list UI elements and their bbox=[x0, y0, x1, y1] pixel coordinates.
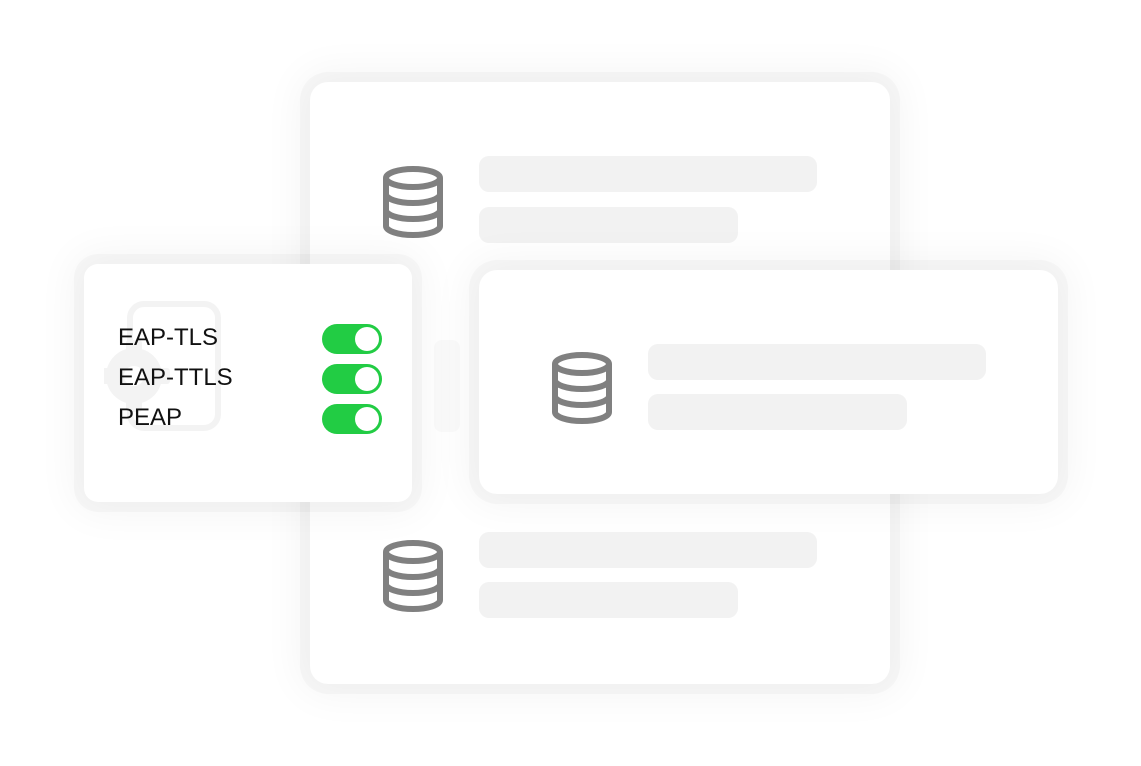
placeholder-bar bbox=[479, 156, 817, 192]
database-icon bbox=[383, 540, 443, 612]
connector bbox=[434, 340, 460, 432]
toggle-knob bbox=[355, 407, 379, 431]
database-icon bbox=[383, 166, 443, 238]
server-card bbox=[479, 270, 1058, 494]
placeholder-bar bbox=[648, 344, 986, 380]
peap-toggle[interactable] bbox=[322, 404, 382, 434]
placeholder-bar bbox=[648, 394, 907, 430]
protocol-label: PEAP bbox=[118, 404, 183, 431]
eap-tls-toggle[interactable] bbox=[322, 324, 382, 354]
protocol-list: EAP-TLS EAP-TTLS PEAP bbox=[118, 318, 388, 438]
protocol-label: EAP-TLS bbox=[118, 324, 219, 351]
toggle-knob bbox=[355, 327, 379, 351]
gear-icon bbox=[104, 301, 221, 431]
protocol-row-eap-tls: EAP-TLS bbox=[118, 318, 388, 358]
protocol-label: EAP-TTLS bbox=[118, 364, 233, 391]
placeholder-bar bbox=[479, 207, 738, 243]
protocol-row-peap: PEAP bbox=[118, 398, 388, 438]
protocol-row-eap-ttls: EAP-TTLS bbox=[118, 358, 388, 398]
placeholder-bar bbox=[479, 532, 817, 568]
eap-ttls-toggle[interactable] bbox=[322, 364, 382, 394]
database-icon bbox=[552, 352, 612, 424]
toggle-knob bbox=[355, 367, 379, 391]
placeholder-bar bbox=[479, 582, 738, 618]
